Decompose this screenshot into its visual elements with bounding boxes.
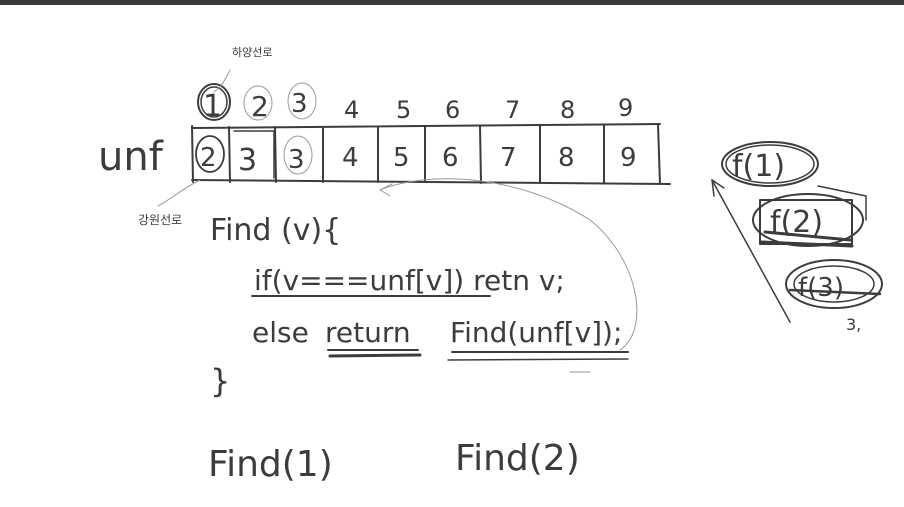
stack-return-mark: 3,: [846, 315, 861, 334]
faint-arc-arrowhead: [379, 183, 393, 197]
value-5: 5: [393, 143, 410, 173]
code-line-1: Find (v){: [210, 213, 341, 248]
stack-frame-1-label: f(1): [732, 149, 785, 184]
code-line-3-else: else: [252, 316, 309, 349]
call-find-1: Find(1): [208, 444, 333, 485]
korean-note-top: 하양선로: [232, 45, 272, 59]
index-3: 3: [291, 89, 308, 119]
stack-arrow-line: [711, 179, 791, 323]
circle-index-3: [287, 82, 317, 120]
code-line-3-return: return: [325, 316, 411, 349]
call-stack: f(1) f(2) f(3) 3,: [711, 141, 883, 334]
grid-divider-6: [479, 125, 482, 184]
circle-value-1: [195, 135, 225, 173]
circle-index-2: [243, 85, 273, 121]
stack-frame-1-outline-inner: [725, 144, 815, 184]
stack-frame-3-scribble: [788, 288, 882, 296]
value-2: 3: [238, 143, 257, 178]
value-6: 6: [442, 143, 459, 173]
faint-recursion-arc: [379, 178, 638, 351]
stack-frame-2-outline: [752, 193, 864, 247]
value-8: 8: [558, 143, 575, 173]
value-1: 2: [200, 143, 217, 173]
grid-divider-0: [191, 125, 194, 183]
stack-connector: [817, 185, 867, 221]
code-block: Find (v){ if(v===unf[v]) retn v; else re…: [210, 213, 622, 400]
code-line-3-call: Find(unf[v]);: [450, 316, 622, 349]
array-label-unf: unf: [98, 134, 164, 180]
code-line-2: if(v===unf[v]) retn v;: [254, 264, 565, 297]
circle-value-3: [283, 135, 313, 175]
index-7: 7: [505, 96, 520, 124]
index-9: 9: [618, 94, 633, 122]
grid-bottom-line: [191, 179, 671, 185]
index-6: 6: [445, 96, 460, 124]
unf-array-grid: [191, 123, 671, 185]
index-row: 1 2 3 4 5 6 7 8 9: [203, 89, 633, 124]
index-4: 4: [344, 96, 359, 124]
index-2: 2: [251, 90, 269, 123]
value-row: 2 3 3 4 5 6 7 8 9: [200, 143, 637, 178]
stack-frame-3-outline-inner: [793, 265, 875, 303]
value-4: 4: [342, 143, 359, 173]
underline-return-2: [328, 353, 422, 358]
window-top-bar: [0, 0, 904, 5]
index-5: 5: [396, 96, 411, 124]
value-9: 9: [620, 143, 637, 173]
index-8: 8: [560, 96, 575, 124]
underline-call-2: [447, 358, 629, 361]
stack-frame-3-outline: [785, 259, 883, 309]
korean-note-left: 강원선로: [138, 213, 182, 227]
stack-frame-2-label: f(2): [770, 205, 823, 240]
code-line-4: }: [210, 362, 230, 400]
grid-divider-9: [657, 123, 661, 185]
stack-frame-3-label: f(3): [798, 273, 844, 303]
circle-index-1: [197, 83, 231, 121]
grid-divider-1: [228, 126, 231, 183]
grid-box-overdraw: [233, 130, 275, 179]
grid-divider-2: [274, 126, 277, 183]
call-find-2: Find(2): [455, 438, 580, 479]
faint-pointer-top: [213, 69, 231, 93]
stack-frame-2-scribble: [760, 230, 854, 248]
circle-index-1-inner: [200, 86, 228, 118]
stack-arrow-head: [711, 179, 725, 197]
value-7: 7: [500, 143, 517, 173]
stack-frame-1-outline: [721, 141, 819, 187]
faint-pointer-left: [157, 179, 201, 207]
value-3: 3: [288, 145, 305, 175]
